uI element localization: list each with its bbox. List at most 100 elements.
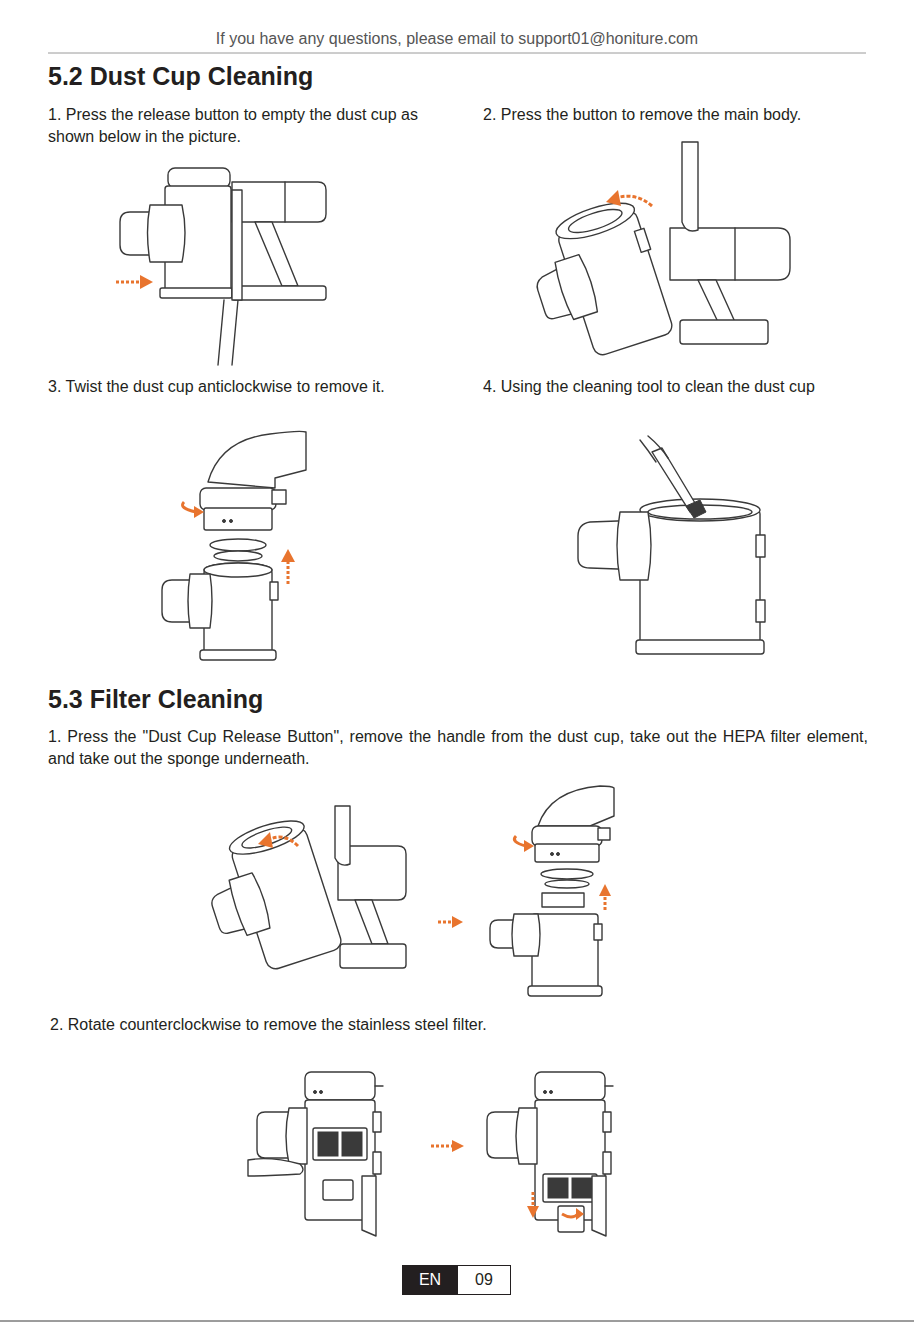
vacuum-figure-5b bbox=[545, 880, 589, 888]
vacuum-figure-1 bbox=[232, 190, 242, 300]
language-tab: EN bbox=[402, 1265, 458, 1295]
vacuum-figure-3 bbox=[204, 563, 272, 577]
vacuum-figure-5b bbox=[512, 914, 540, 956]
illustrations bbox=[48, 53, 866, 54]
vacuum-figure-1 bbox=[255, 222, 298, 286]
vacuum-figure-3 bbox=[223, 520, 226, 523]
vacuum-figure-6b bbox=[487, 1072, 613, 1236]
vacuum-figure-3 bbox=[183, 502, 197, 512]
vacuum-figure-4 bbox=[636, 640, 764, 654]
vacuum-figure-1 bbox=[232, 286, 326, 300]
vacuum-figure-4 bbox=[640, 440, 656, 462]
vacuum-figure-2 bbox=[670, 228, 790, 280]
step-text: 2. Press the button to remove the main b… bbox=[483, 104, 863, 126]
page-number-box: 09 bbox=[457, 1265, 511, 1295]
vacuum-figure-5b bbox=[599, 884, 611, 896]
vacuum-figure-5a bbox=[194, 806, 406, 982]
vacuum-figure-6b bbox=[532, 1192, 535, 1206]
vacuum-figure-2 bbox=[698, 280, 735, 322]
vacuum-figure-6a bbox=[323, 1180, 353, 1200]
vacuum-figure-5a bbox=[258, 832, 273, 848]
vacuum-figure-4 bbox=[640, 499, 760, 521]
step-text: 2. Rotate counterclockwise to remove the… bbox=[50, 1014, 750, 1036]
vacuum-figure-5b bbox=[490, 786, 614, 996]
vacuum-figure-1 bbox=[232, 300, 238, 365]
vacuum-figure-6b bbox=[548, 1178, 568, 1198]
illustrations bbox=[431, 1145, 452, 1148]
vacuum-figure-2 bbox=[680, 320, 768, 344]
vacuum-figure-5b bbox=[542, 893, 584, 907]
vacuum-figure-6b bbox=[592, 1176, 606, 1236]
vacuum-figure-6a bbox=[318, 1132, 338, 1156]
section-heading: 5.3 Filter Cleaning bbox=[48, 683, 548, 717]
vacuum-figure-6a bbox=[248, 1159, 303, 1176]
vacuum-figure-5b bbox=[538, 786, 614, 826]
box-text: EN bbox=[419, 1271, 441, 1289]
vacuum-figure-6b bbox=[562, 1214, 578, 1217]
vacuum-figure-6b bbox=[543, 1174, 597, 1202]
vacuum-figure-5b bbox=[551, 853, 554, 856]
vacuum-figure-2 bbox=[634, 228, 650, 252]
vacuum-figure-1 bbox=[140, 275, 153, 289]
section-heading: 5.2 Dust Cup Cleaning bbox=[48, 60, 548, 94]
vacuum-figure-6b bbox=[527, 1206, 539, 1218]
vacuum-figure-4 bbox=[578, 436, 765, 654]
vacuum-figure-3 bbox=[200, 488, 276, 510]
vacuum-figure-2 bbox=[616, 196, 652, 206]
vacuum-figure-5a bbox=[194, 814, 344, 982]
vacuum-figure-4 bbox=[756, 600, 765, 622]
vacuum-figure-5b bbox=[541, 869, 593, 879]
vacuum-figure-4 bbox=[640, 510, 760, 650]
vacuum-figure-5b bbox=[524, 840, 534, 852]
vacuum-figure-4 bbox=[617, 512, 651, 580]
box-text: 09 bbox=[475, 1271, 493, 1289]
vacuum-figure-5b bbox=[532, 914, 598, 994]
vacuum-figure-6b bbox=[576, 1208, 584, 1220]
vacuum-figure-6a bbox=[342, 1132, 362, 1156]
vacuum-figure-3 bbox=[281, 549, 295, 562]
vacuum-figure-3 bbox=[272, 490, 286, 504]
vacuum-figure-5a bbox=[268, 837, 298, 846]
vacuum-figure-6a bbox=[313, 1128, 367, 1160]
vacuum-figure-3 bbox=[204, 508, 272, 530]
vacuum-figure-1 bbox=[232, 182, 326, 222]
vacuum-figure-3 bbox=[194, 506, 204, 518]
vacuum-figure-4 bbox=[686, 500, 706, 518]
vacuum-figure-5b bbox=[594, 924, 602, 940]
vacuum-figure-2 bbox=[519, 142, 790, 368]
vacuum-figure-5a bbox=[335, 806, 350, 865]
vacuum-figure-1 bbox=[148, 205, 186, 262]
vacuum-figure-3 bbox=[230, 520, 233, 523]
vacuum-figure-2 bbox=[566, 205, 624, 238]
vacuum-figure-5b bbox=[532, 826, 602, 846]
vacuum-figure-4 bbox=[652, 448, 698, 512]
vacuum-figure-3 bbox=[270, 582, 278, 600]
vacuum-figure-3 bbox=[287, 562, 290, 584]
vacuum-figure-5b bbox=[598, 828, 610, 840]
vacuum-figure-5b bbox=[557, 853, 560, 856]
illustrations bbox=[438, 921, 452, 924]
illustrations bbox=[0, 1321, 914, 1322]
vacuum-figure-1 bbox=[284, 182, 285, 222]
vacuum-figure-3 bbox=[208, 431, 306, 488]
vacuum-figure-5b bbox=[535, 844, 599, 862]
illustrations bbox=[452, 1140, 464, 1152]
vacuum-figure-2 bbox=[552, 196, 638, 246]
vacuum-figure-5a bbox=[340, 944, 406, 968]
vacuum-figure-2 bbox=[606, 190, 621, 206]
vacuum-figure-6b bbox=[558, 1206, 584, 1232]
vacuum-figure-3 bbox=[204, 570, 272, 656]
vacuum-figure-5a bbox=[226, 814, 308, 861]
vacuum-figure-3 bbox=[204, 563, 272, 577]
step-text: 3. Twist the dust cup anticlockwise to r… bbox=[48, 376, 448, 398]
vacuum-figure-2 bbox=[734, 228, 735, 280]
vacuum-figure-3 bbox=[200, 650, 276, 660]
vacuum-figure-5a bbox=[227, 872, 273, 936]
vacuum-figure-1 bbox=[218, 300, 224, 365]
illustrations bbox=[452, 916, 463, 928]
vacuum-figure-5a bbox=[355, 900, 388, 944]
vacuum-figure-6a bbox=[248, 1072, 383, 1236]
vacuum-figure-5b bbox=[604, 896, 607, 910]
